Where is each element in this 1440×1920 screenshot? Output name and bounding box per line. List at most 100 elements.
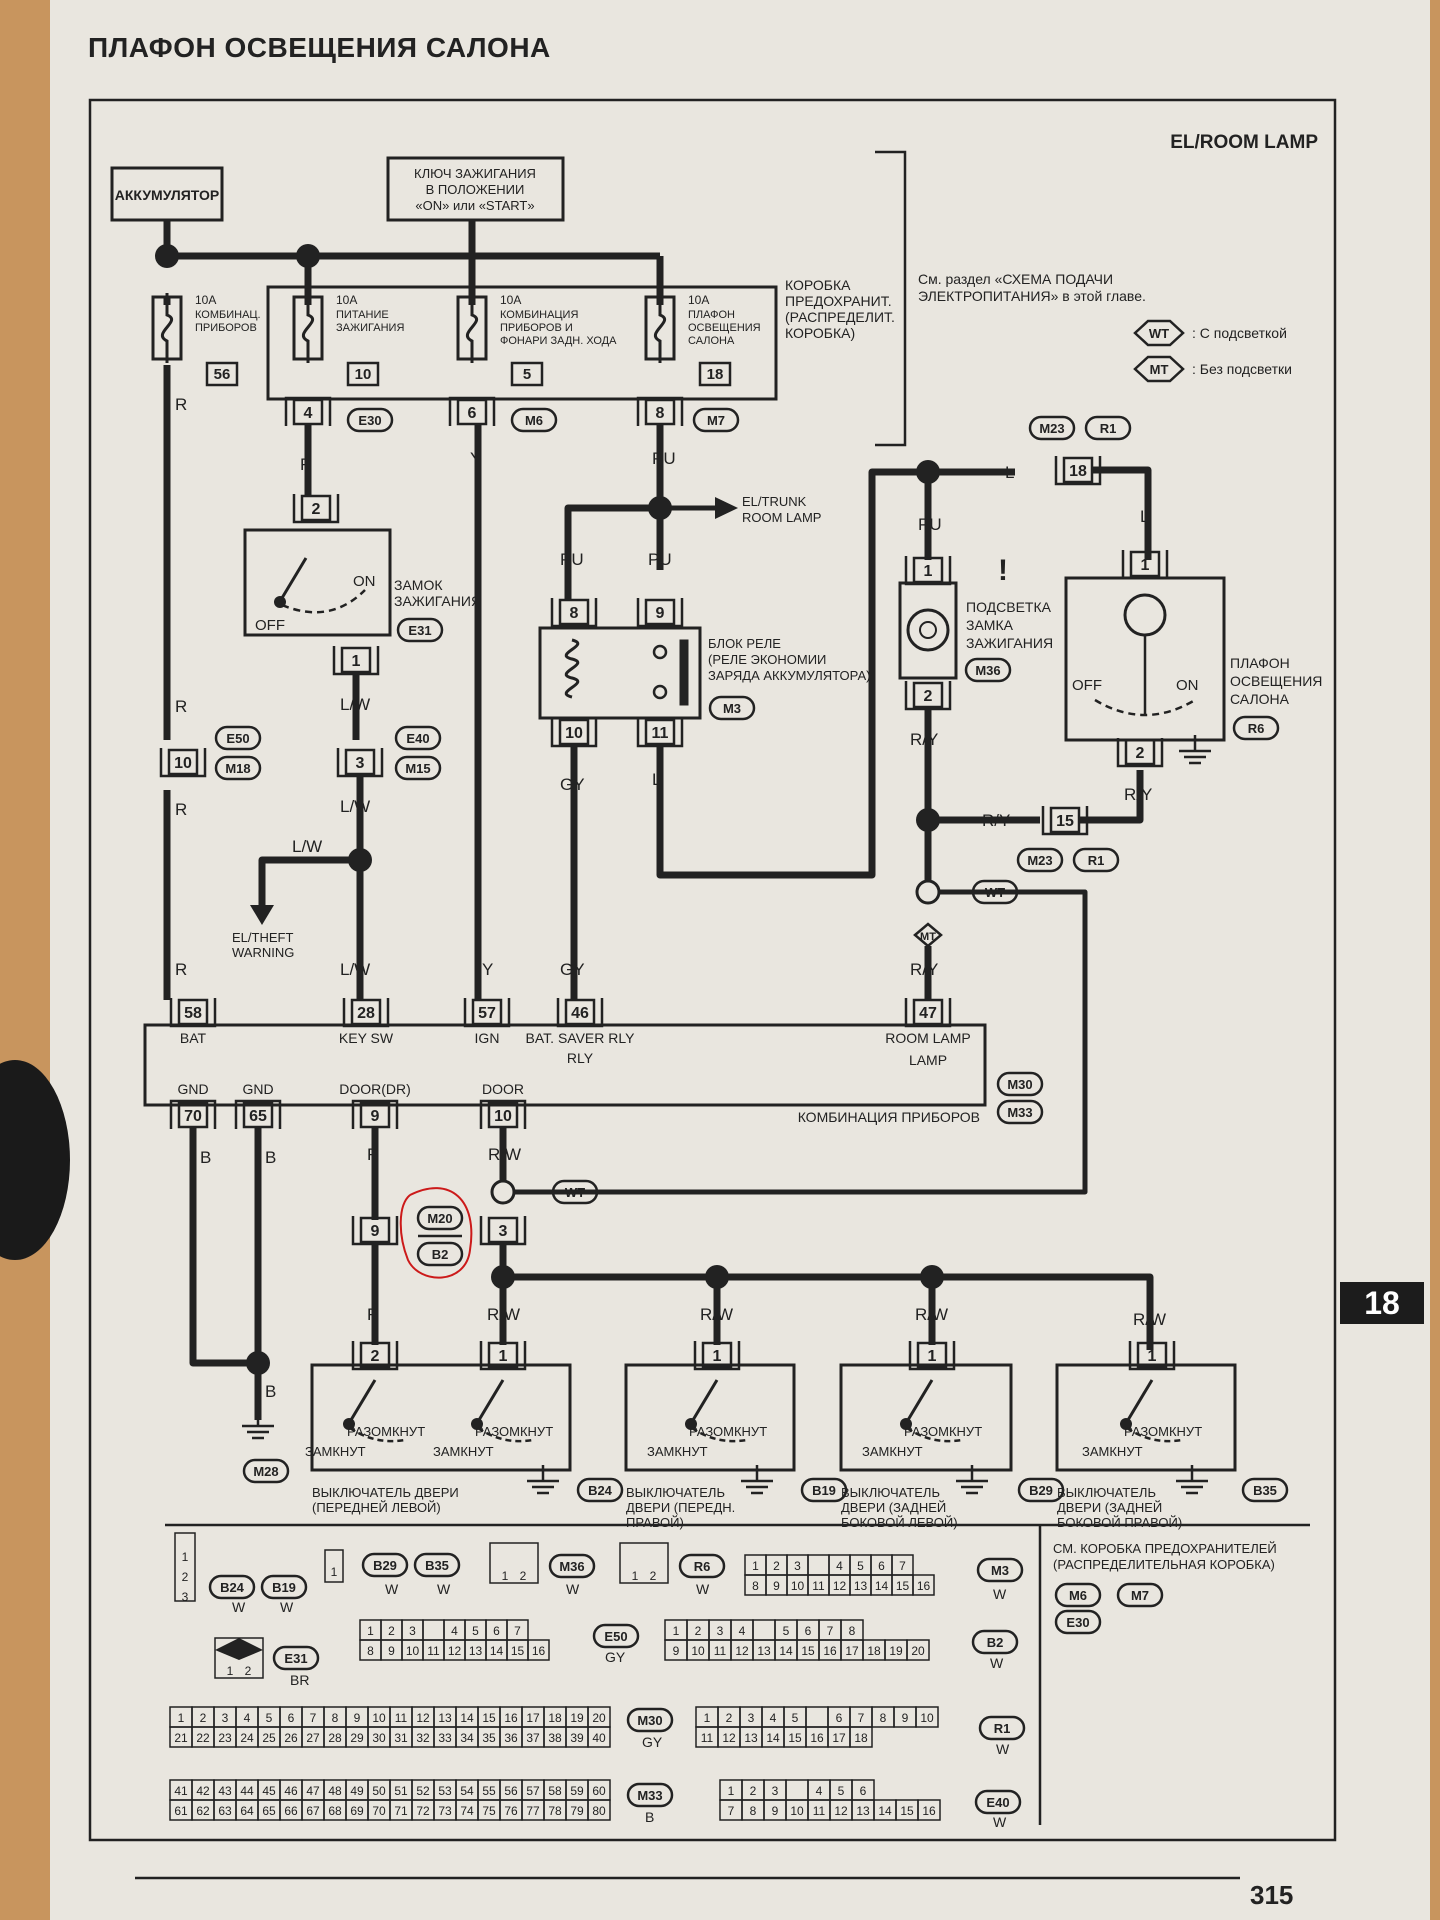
ignition-pin-1-text: 1 (352, 653, 361, 670)
wire-code-PU: PU (560, 550, 584, 569)
wire-code-L: L (1005, 463, 1014, 482)
ignition-pin-2-text: 2 (312, 501, 321, 518)
connector-M30-text: M30 (637, 1713, 662, 1728)
room-lamp-name: ОСВЕЩЕНИЯ (1230, 673, 1322, 689)
conn-m30-pin: 21 (174, 1731, 188, 1745)
room-lamp-pin-1 (1129, 550, 1161, 578)
conn-m33-pin: 54 (460, 1784, 474, 1798)
meter-pin-47-text: 47 (919, 1005, 937, 1022)
meter-pin-46-bracket (556, 998, 604, 1028)
wire-code-PU: PU (652, 449, 676, 468)
conn-b2-pin: 9 (673, 1644, 680, 1658)
connector-M33 (996, 1099, 1044, 1125)
wire-code-B: B (200, 1148, 211, 1167)
meter-terminal-label: GND (242, 1081, 273, 1097)
conn-e40-pin: 14 (878, 1804, 892, 1818)
wt-tag (971, 879, 1019, 905)
joint-pin-18-text: 18 (1069, 463, 1087, 480)
connector-M20-text: M20 (427, 1211, 452, 1226)
conn-m30-pin: 38 (548, 1731, 562, 1745)
conn-e50-pin: 8 (367, 1644, 374, 1658)
connector-B29-text: B29 (373, 1558, 397, 1573)
conn-m30-pin: 36 (504, 1731, 518, 1745)
conn-e50-pin: 14 (490, 1644, 504, 1658)
mt-tag-text: MT (920, 931, 936, 943)
connector-B29-text: B29 (1029, 1483, 1053, 1498)
meter-pin-70 (177, 1101, 209, 1129)
conn-b2-pin: 12 (735, 1644, 749, 1658)
wt-tag-text: WT (565, 1185, 585, 1200)
fuse-pin-6-text: 6 (468, 405, 477, 422)
conn-m3-pin: 15 (896, 1579, 910, 1593)
conn-b2-pin: 10 (691, 1644, 705, 1658)
conn-r1-cell (805, 1706, 829, 1728)
conn-r1-cell (915, 1706, 939, 1728)
wire-LW-theft (258, 856, 360, 905)
wire-PU-relay (564, 504, 660, 600)
conn-b2-pin: 20 (911, 1644, 925, 1658)
conn-r1-pin: 13 (744, 1731, 758, 1745)
conn-e40-pin: 15 (900, 1804, 914, 1818)
meter-pin-28-text: 28 (357, 1005, 375, 1022)
door-switch-name: ДВЕРИ (ЗАДНЕЙ (1057, 1500, 1162, 1515)
theft-arrow-label: WARNING (232, 945, 294, 960)
conn-m30-pin: 23 (218, 1731, 232, 1745)
relay-pin-10-text: 10 (565, 725, 583, 742)
door-junction (490, 1179, 516, 1205)
connector-M33-text: M33 (1007, 1105, 1032, 1120)
key-light-name: ЗАМКА (966, 617, 1014, 633)
conn-r1-pin: 15 (788, 1731, 802, 1745)
wire-code-R: R (175, 800, 187, 819)
conn-m30-pin: 37 (526, 1731, 540, 1745)
conn-m3-pin: 13 (854, 1579, 868, 1593)
fuse-note: (РАСПРЕДЕЛИТЕЛЬНАЯ КОРОБКА) (1053, 1557, 1275, 1572)
connector-B24-text: B24 (220, 1580, 245, 1595)
fuse-pin-8-text: 8 (656, 405, 665, 422)
connector-M3 (976, 1557, 1024, 1583)
door-switch-name: БОКОВОЙ ЛЕВОЙ) (841, 1515, 958, 1530)
conn-m33-pin: 72 (416, 1804, 430, 1818)
conn-m33-pin: 59 (570, 1784, 584, 1798)
connector-B29 (1017, 1477, 1065, 1503)
legend-tag-MT (1133, 355, 1185, 383)
key-light-filament (919, 621, 937, 639)
conn-m33-pin: 77 (526, 1804, 540, 1818)
wire-WT (510, 889, 1088, 1195)
connector-R1 (1084, 415, 1132, 441)
conn-pin: 2 (245, 1664, 252, 1678)
conn-m33-pin: 63 (218, 1804, 232, 1818)
conn-e50-pin: 6 (493, 1624, 500, 1638)
conn-m30-pin: 8 (332, 1711, 339, 1725)
conn-pin: 1 (331, 1565, 338, 1579)
wire-code-GY: GY (560, 775, 585, 794)
conn-r1-pin: 12 (722, 1731, 736, 1745)
door-switch-box-B24 (310, 1363, 572, 1472)
conn-e40-pin: 9 (772, 1804, 779, 1818)
wire-code-PU: PU (918, 515, 942, 534)
conn-m33-pin: 51 (394, 1784, 408, 1798)
relay-box (538, 626, 702, 720)
meter-pin-9-text: 9 (371, 1108, 380, 1125)
conn-m3-pin: 8 (752, 1579, 759, 1593)
door-switch-closed-label: ЗАМКНУТ (433, 1444, 494, 1459)
connector-E31 (396, 617, 444, 643)
door-switch-pin-text: 1 (713, 1348, 722, 1365)
door-switch-arc (477, 1426, 534, 1443)
door-switch-name: ДВЕРИ (ЗАДНЕЙ (841, 1500, 946, 1515)
fuse-name: КОМБИНАЦИЯ (500, 309, 578, 321)
wire-code-RY: R/Y (910, 960, 938, 979)
ignition-off-label: OFF (255, 617, 285, 634)
connector-M7-text: M7 (707, 413, 725, 428)
conn-m30-pin: 17 (526, 1711, 540, 1725)
wire-code-R: R (175, 395, 187, 414)
conn-m33-pin: 61 (174, 1804, 188, 1818)
door-switch-open-label: РАЗОМКНУТ (1124, 1424, 1202, 1439)
meter-pin-46 (564, 998, 596, 1026)
conn-m3-pin: 14 (875, 1579, 889, 1593)
meter-pin-9 (359, 1101, 391, 1129)
connector-E31-text: E31 (408, 623, 431, 638)
legend-text: : С подсветкой (1192, 325, 1287, 341)
manual-page (50, 0, 1430, 1920)
conn-e50-pin: 13 (469, 1644, 483, 1658)
